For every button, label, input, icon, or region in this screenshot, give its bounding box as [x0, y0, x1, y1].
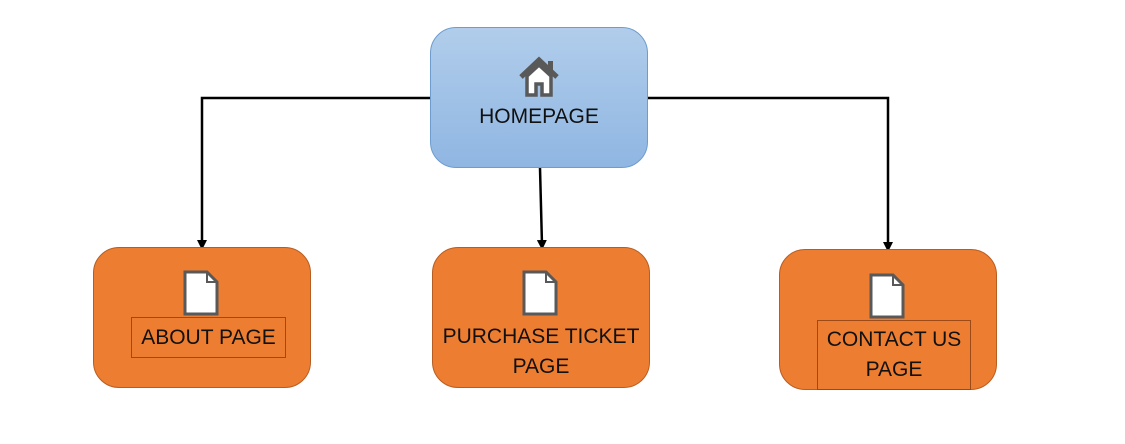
- document-icon: [183, 270, 219, 316]
- purchase-ticket-page-label: PURCHASE TICKET PAGE: [432, 322, 650, 382]
- contact-us-label-line1: CONTACT US: [826, 328, 962, 351]
- contact-us-page-label: CONTACT US PAGE: [817, 320, 971, 390]
- document-icon: [869, 273, 905, 319]
- homepage-node: [430, 27, 648, 168]
- about-page-label: ABOUT PAGE: [131, 317, 286, 358]
- connector-home-to-about: [197, 96, 430, 250]
- house-icon: [519, 56, 559, 97]
- purchase-ticket-label-line2: PAGE: [512, 355, 570, 378]
- connector-home-to-contact: [648, 96, 893, 252]
- homepage-label: HOMEPAGE: [479, 105, 599, 128]
- purchase-ticket-page-node: [432, 247, 650, 388]
- purchase-ticket-label-line1: PURCHASE TICKET: [442, 325, 640, 348]
- contact-us-page-node: [779, 249, 997, 390]
- document-icon: [522, 270, 558, 316]
- connector-home-to-purchase: [536, 167, 547, 250]
- contact-us-label-line2: PAGE: [865, 358, 923, 381]
